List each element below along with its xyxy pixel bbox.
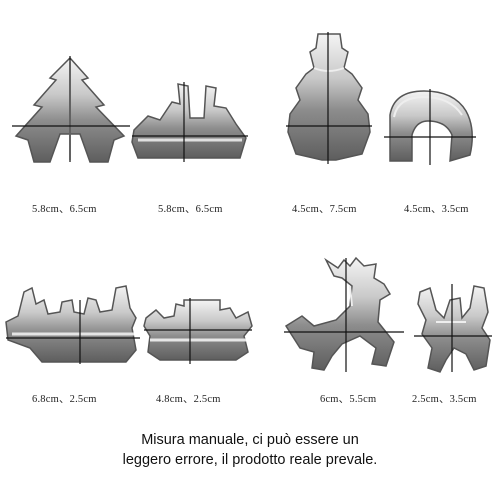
size-label-sleigh: 5.8cm、6.5cm (158, 204, 223, 215)
disclaimer-line-2: leggero errore, il prodotto reale preval… (122, 452, 378, 468)
measurement-disclaimer: Misura manuale, ci può essere un leggero… (0, 430, 500, 470)
size-label-antler-pair: 2.5cm、3.5cm (412, 394, 477, 405)
snowman-cutter (278, 28, 378, 168)
disclaimer-line-1: Misura manuale, ci può essere un (141, 432, 359, 448)
christmas-tree-cutter (8, 50, 133, 165)
candy-cane-cutter (380, 85, 480, 167)
reindeer-antlers-cutter (140, 296, 255, 368)
antler-pair-cutter (410, 282, 496, 374)
size-label-candy-cane: 4.5cm、3.5cm (404, 204, 469, 215)
size-label-moose-head: 6.8cm、2.5cm (32, 394, 97, 405)
reindeer-cutter (280, 256, 410, 374)
sleigh-cutter (130, 78, 250, 168)
size-label-snowman: 4.5cm、7.5cm (292, 204, 357, 215)
size-label-christmas-tree: 5.8cm、6.5cm (32, 204, 97, 215)
size-label-reindeer-antlers: 4.8cm、2.5cm (156, 394, 221, 405)
moose-head-cutter (2, 278, 142, 370)
size-label-reindeer: 6cm、5.5cm (320, 394, 377, 405)
